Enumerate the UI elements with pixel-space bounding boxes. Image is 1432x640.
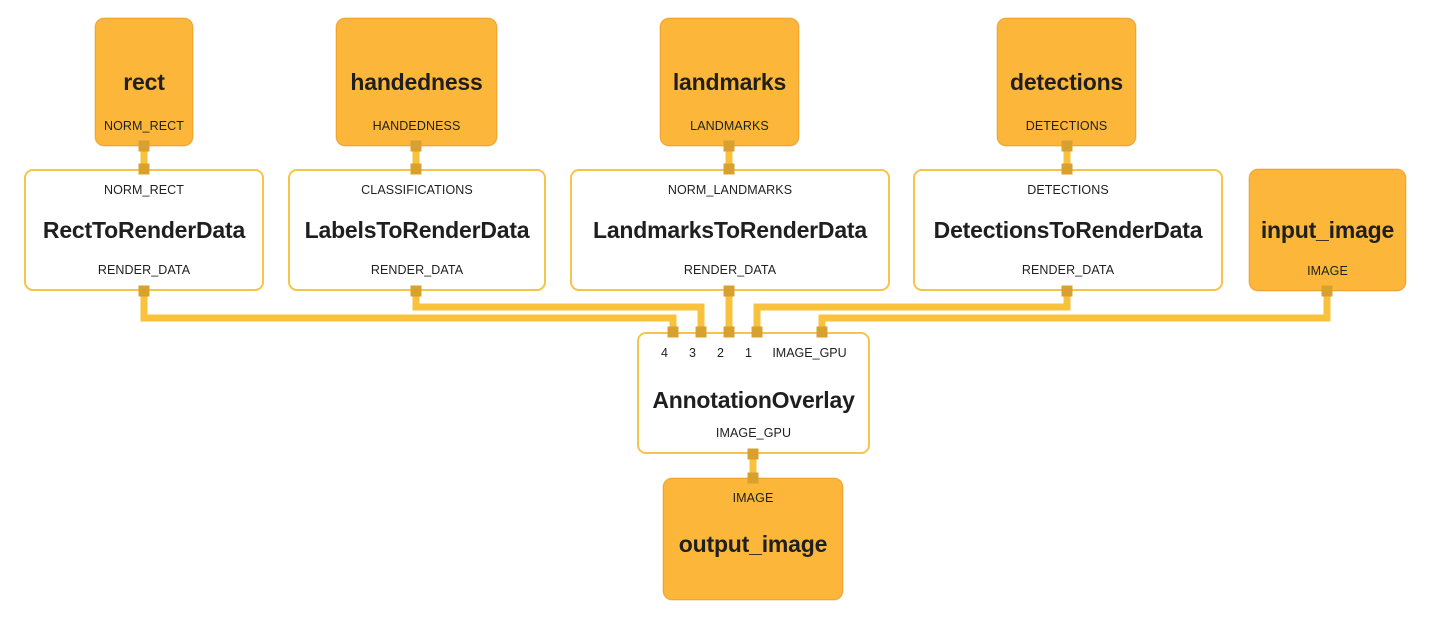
node-handedness-out-port: HANDEDNESS [337,119,496,133]
pin-rtrd-out [138,285,150,297]
pin-overlay-in-1 [751,326,763,338]
edge-recttorenderdata-to-overlay-4 [140,291,677,332]
port-label-out-render-data: RENDER_DATA [683,263,777,277]
port-label-detections: DETECTIONS [1025,119,1108,133]
node-labels-to-render-data[interactable]: CLASSIFICATIONS LabelsToRenderData RENDE… [288,169,546,291]
pin-landmarks-out [723,140,735,152]
node-rect[interactable]: rect NORM_RECT [95,18,193,146]
port-label-in-image: IMAGE [732,491,774,505]
node-input-image-out-port: IMAGE [1250,264,1405,278]
port-label-landmarks: LANDMARKS [690,119,769,133]
node-labels-to-render-data-in-port: CLASSIFICATIONS [290,183,544,197]
port-label-out-render-data: RENDER_DATA [370,263,464,277]
node-labels-to-render-data-out-port: RENDER_DATA [290,263,544,277]
node-detections-to-render-data-in-port: DETECTIONS [915,183,1221,197]
node-output-image-title: output_image [678,530,828,557]
pin-input-image-out [1321,285,1333,297]
port-label-image: IMAGE [1307,264,1348,278]
node-handedness[interactable]: handedness HANDEDNESS [336,18,497,146]
node-rect-to-render-data-in-port: NORM_RECT [26,183,262,197]
node-input-image[interactable]: input_image IMAGE [1249,169,1406,291]
pin-lmtrd-in [723,163,735,175]
pin-overlay-in-image-gpu [816,326,828,338]
node-landmarks[interactable]: landmarks LANDMARKS [660,18,799,146]
node-annotation-overlay-title: AnnotationOverlay [652,386,855,413]
pin-overlay-in-4 [667,326,679,338]
pin-rect-out [138,140,150,152]
node-landmarks-to-render-data-out-port: RENDER_DATA [572,263,888,277]
node-detections[interactable]: detections DETECTIONS [997,18,1136,146]
node-detections-to-render-data[interactable]: DETECTIONS DetectionsToRenderData RENDER… [913,169,1223,291]
node-detections-to-render-data-out-port: RENDER_DATA [915,263,1221,277]
port-label-in-2: 2 [717,346,724,360]
node-rect-title: rect [123,68,165,95]
port-label-out-render-data: RENDER_DATA [97,263,191,277]
node-landmarks-to-render-data-in-port: NORM_LANDMARKS [572,183,888,197]
node-rect-to-render-data[interactable]: NORM_RECT RectToRenderData RENDER_DATA [24,169,264,291]
node-labels-to-render-data-title: LabelsToRenderData [304,216,530,243]
node-rect-out-port: NORM_RECT [96,119,192,133]
pin-handedness-out [410,140,422,152]
edge-inputimage-to-overlay-imagegpu [818,291,1331,332]
node-annotation-overlay-out-port: IMAGE_GPU [639,426,868,440]
pin-overlay-in-3 [695,326,707,338]
node-landmarks-title: landmarks [672,68,787,95]
node-handedness-title: handedness [350,68,483,95]
pin-ltrd-out [410,285,422,297]
node-annotation-overlay[interactable]: 4 3 2 1 IMAGE_GPU AnnotationOverlay IMAG… [637,332,870,454]
node-detections-out-port: DETECTIONS [998,119,1135,133]
port-label-in-image-gpu: IMAGE_GPU [772,346,847,360]
port-label-handedness: HANDEDNESS [372,119,461,133]
pin-dtrd-out [1061,285,1073,297]
edge-detectionstorenderdata-to-overlay-1 [753,291,1071,332]
port-label-norm-rect: NORM_RECT [103,119,185,133]
pin-rtrd-in [138,163,150,175]
node-output-image[interactable]: IMAGE output_image [663,478,843,600]
node-landmarks-to-render-data[interactable]: NORM_LANDMARKS LandmarksToRenderData REN… [570,169,890,291]
port-label-in-3: 3 [689,346,696,360]
node-annotation-overlay-in-ports: 4 3 2 1 IMAGE_GPU [639,346,868,360]
pin-output-image-in [747,472,759,484]
pin-dtrd-in [1061,163,1073,175]
node-landmarks-to-render-data-title: LandmarksToRenderData [592,216,867,243]
pin-overlay-out [747,448,759,460]
node-detections-to-render-data-title: DetectionsToRenderData [933,216,1203,243]
pin-overlay-in-2 [723,326,735,338]
node-landmarks-out-port: LANDMARKS [661,119,798,133]
node-detections-title: detections [1009,68,1124,95]
pin-ltrd-in [410,163,422,175]
node-rect-to-render-data-out-port: RENDER_DATA [26,263,262,277]
port-label-in-norm-landmarks: NORM_LANDMARKS [667,183,793,197]
pin-lmtrd-out [723,285,735,297]
pin-detections-out [1061,140,1073,152]
node-output-image-in-port: IMAGE [664,491,842,505]
node-rect-to-render-data-title: RectToRenderData [42,216,246,243]
port-label-out-image-gpu: IMAGE_GPU [715,426,792,440]
port-label-out-render-data: RENDER_DATA [1021,263,1115,277]
port-label-in-4: 4 [661,346,668,360]
port-label-in-detections: DETECTIONS [1027,183,1109,197]
port-label-in-norm-rect: NORM_RECT [103,183,185,197]
port-label-in-classifications: CLASSIFICATIONS [361,183,473,197]
node-input-image-title: input_image [1260,216,1395,243]
edge-labelstorenderdata-to-overlay-3 [412,291,705,332]
port-label-in-1: 1 [745,346,752,360]
